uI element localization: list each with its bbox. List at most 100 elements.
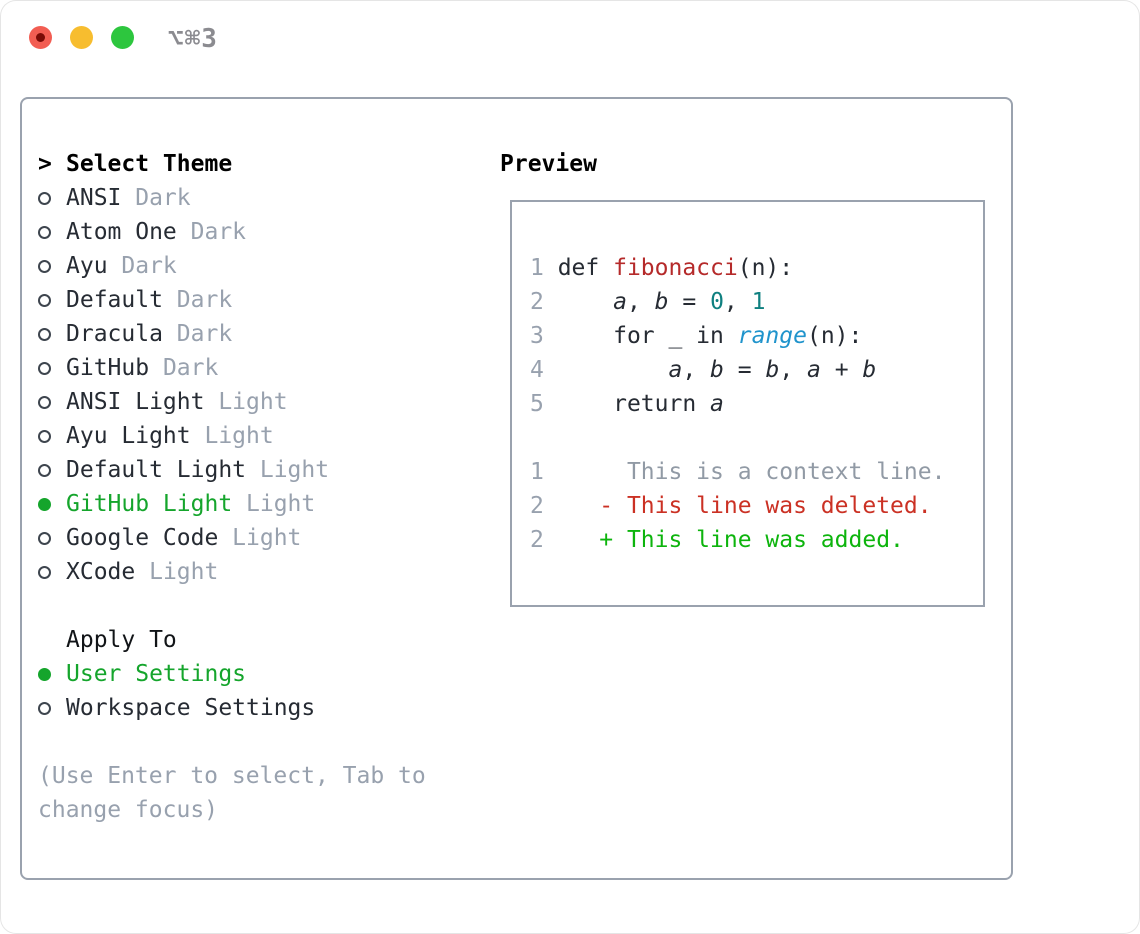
theme-option-xcode[interactable]: XCode Light — [38, 555, 498, 589]
radio-icon — [38, 225, 66, 239]
theme-option-default-light[interactable]: Default Light Light — [38, 453, 498, 487]
code-token: b — [765, 357, 780, 383]
window-title: ⌥⌘3 — [168, 24, 218, 54]
theme-name: ANSI — [66, 185, 122, 211]
spacer — [38, 725, 498, 759]
code-token: = — [668, 289, 711, 315]
code-token: fibonacci — [613, 255, 738, 281]
code-token — [558, 493, 600, 519]
theme-variant-tag: Light — [218, 389, 288, 415]
radio-icon — [38, 191, 66, 205]
code-token: (n): — [737, 255, 794, 281]
radio-icon — [38, 293, 66, 307]
line-number: 2 — [530, 493, 558, 519]
code-token: b — [862, 357, 877, 383]
code-token: (n): — [806, 323, 863, 349]
close-dot-icon — [36, 33, 45, 42]
code-token: = — [723, 357, 766, 383]
radio-selected-icon — [38, 667, 66, 681]
code-token: + This line was added. — [599, 527, 904, 553]
code-token — [558, 357, 669, 383]
theme-name: Google Code — [66, 525, 219, 551]
code-line: 3 for _ in range(n): — [530, 319, 983, 353]
hint-text: (Use Enter to select, Tab to change focu… — [38, 763, 426, 823]
code-token: b — [710, 357, 724, 383]
code-token: This is a context line. — [557, 459, 946, 485]
theme-option-dracula[interactable]: Dracula Dark — [38, 317, 498, 351]
theme-variant-tag: Dark — [135, 185, 191, 211]
preview-pane: Preview 1 def fibonacci(n):2 a, b = 0, 1… — [500, 147, 985, 607]
theme-variant-tag: Dark — [176, 321, 233, 347]
radio-icon — [38, 463, 66, 477]
prompt-icon: > — [38, 151, 52, 177]
theme-name: Atom One — [66, 219, 177, 245]
theme-name: Ayu Light — [66, 423, 191, 449]
code-token: + — [820, 357, 863, 383]
code-line: 2 a, b = 0, 1 — [530, 285, 983, 319]
apply-option-workspace-settings[interactable]: Workspace Settings — [38, 691, 498, 725]
theme-variant-tag: Dark — [162, 355, 219, 381]
code-token: a — [710, 391, 724, 417]
radio-icon — [38, 327, 66, 341]
apply-option-label: Workspace Settings — [66, 695, 316, 721]
theme-variant-tag: Dark — [176, 287, 233, 313]
theme-variant-tag: Light — [204, 423, 274, 449]
code-token: for _ in — [557, 323, 738, 349]
theme-option-atom-one[interactable]: Atom One Dark — [38, 215, 498, 249]
code-line: 2 + This line was added. — [530, 523, 983, 557]
theme-name: Dracula — [66, 321, 163, 347]
code-token: a — [807, 357, 821, 383]
theme-name: Default Light — [66, 457, 247, 483]
line-number: 5 — [530, 391, 558, 417]
line-number: 1 — [530, 459, 558, 485]
code-token: def — [557, 255, 614, 281]
theme-variant-tag: Dark — [190, 219, 247, 245]
apply-option-user-settings[interactable]: User Settings — [38, 657, 498, 691]
preview-label: Preview — [500, 151, 597, 177]
theme-name: GitHub Light — [66, 491, 233, 517]
apply-option-label: User Settings — [66, 661, 247, 687]
close-button[interactable] — [29, 26, 52, 49]
code-token: 1 — [751, 289, 766, 315]
code-line: 1 def fibonacci(n): — [530, 251, 983, 285]
spacer — [38, 589, 498, 623]
code-token: a — [613, 289, 627, 315]
theme-option-google-code[interactable]: Google Code Light — [38, 521, 498, 555]
minimize-button[interactable] — [70, 26, 93, 49]
radio-icon — [38, 565, 66, 579]
select-theme-label: Select Theme — [66, 151, 233, 177]
theme-variant-tag: Light — [149, 559, 219, 585]
zoom-button[interactable] — [111, 26, 134, 49]
code-token: a — [668, 357, 683, 383]
code-token — [558, 527, 600, 553]
code-line: 2 - This line was deleted. — [530, 489, 983, 523]
theme-name: XCode — [66, 559, 136, 585]
theme-variant-tag: Light — [259, 457, 330, 483]
select-theme-heading: > Select Theme — [38, 147, 498, 181]
code-token: return — [557, 391, 711, 417]
radio-icon — [38, 361, 66, 375]
radio-selected-icon — [38, 497, 66, 511]
line-number: 2 — [530, 289, 558, 315]
radio-icon — [38, 701, 66, 715]
titlebar: ⌥⌘3 — [0, 0, 1140, 97]
theme-option-ansi[interactable]: ANSI Dark — [38, 181, 498, 215]
code-token: b — [654, 289, 669, 315]
apply-to-heading: Apply To — [38, 623, 498, 657]
theme-variant-tag: Light — [232, 525, 302, 551]
code-token: , — [626, 289, 655, 315]
code-line — [530, 421, 983, 455]
theme-option-ayu-light[interactable]: Ayu Light Light — [38, 419, 498, 453]
radio-icon — [38, 259, 66, 273]
